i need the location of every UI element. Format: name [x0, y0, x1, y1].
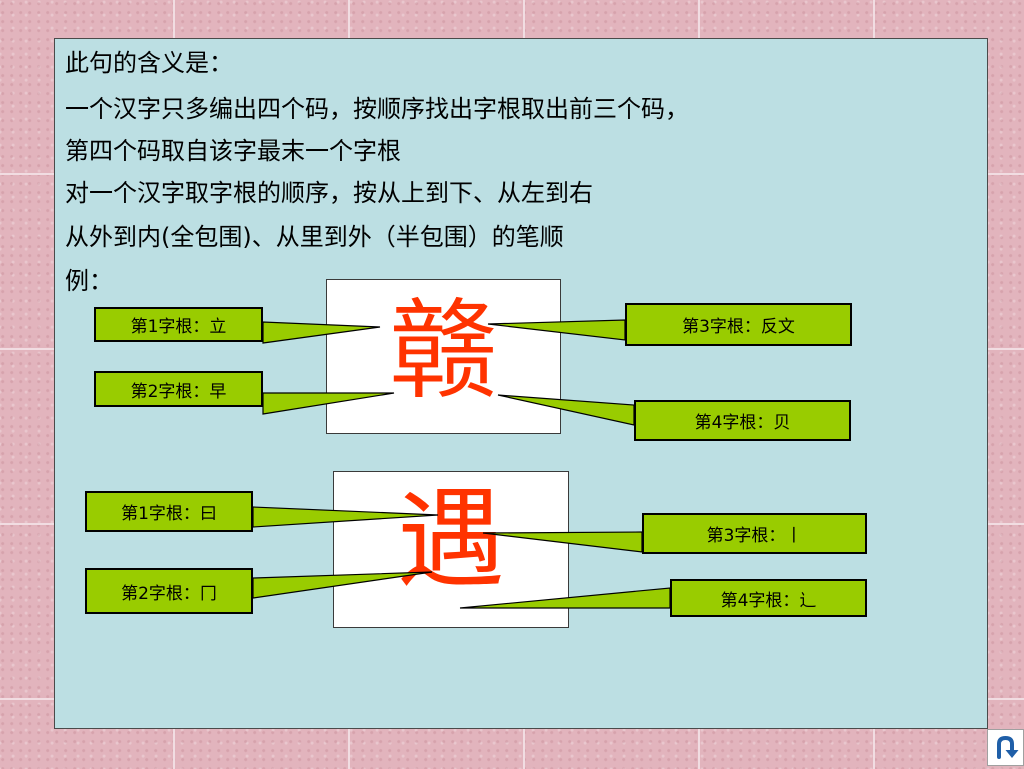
ex2-root4-callout: 第4字根：辶 [670, 579, 867, 617]
rule-line-2: 第四个码取自该字最末一个字根 [65, 137, 401, 165]
return-arrow-icon [997, 735, 1019, 759]
ex1-root3-callout: 第3字根：反文 [625, 303, 852, 346]
rule-line-1: 一个汉字只多编出四个码，按顺序找出字根取出前三个码， [65, 95, 689, 123]
ex2-root1-callout: 第1字根：曰 [85, 491, 253, 532]
ex1-root1-callout: 第1字根：立 [94, 307, 263, 342]
example-label: 例： [65, 267, 113, 295]
example-2-character: 遇 [396, 478, 505, 603]
ex2-root3-callout: 第3字根：丨 [642, 513, 867, 554]
order-line-2: 从外到内(全包围)、从里到外（半包围）的笔顺 [65, 223, 564, 251]
order-line-1: 对一个汉字取字根的顺序，按从上到下、从左到右 [65, 179, 593, 207]
example-1-character: 赣 [389, 289, 498, 414]
ex1-root2-callout: 第2字根：早 [94, 371, 263, 407]
back-button[interactable] [987, 729, 1024, 766]
meaning-heading: 此句的含义是： [65, 49, 233, 77]
ex2-root2-callout: 第2字根：冂 [85, 568, 253, 614]
ex1-root4-callout: 第4字根：贝 [634, 400, 851, 441]
